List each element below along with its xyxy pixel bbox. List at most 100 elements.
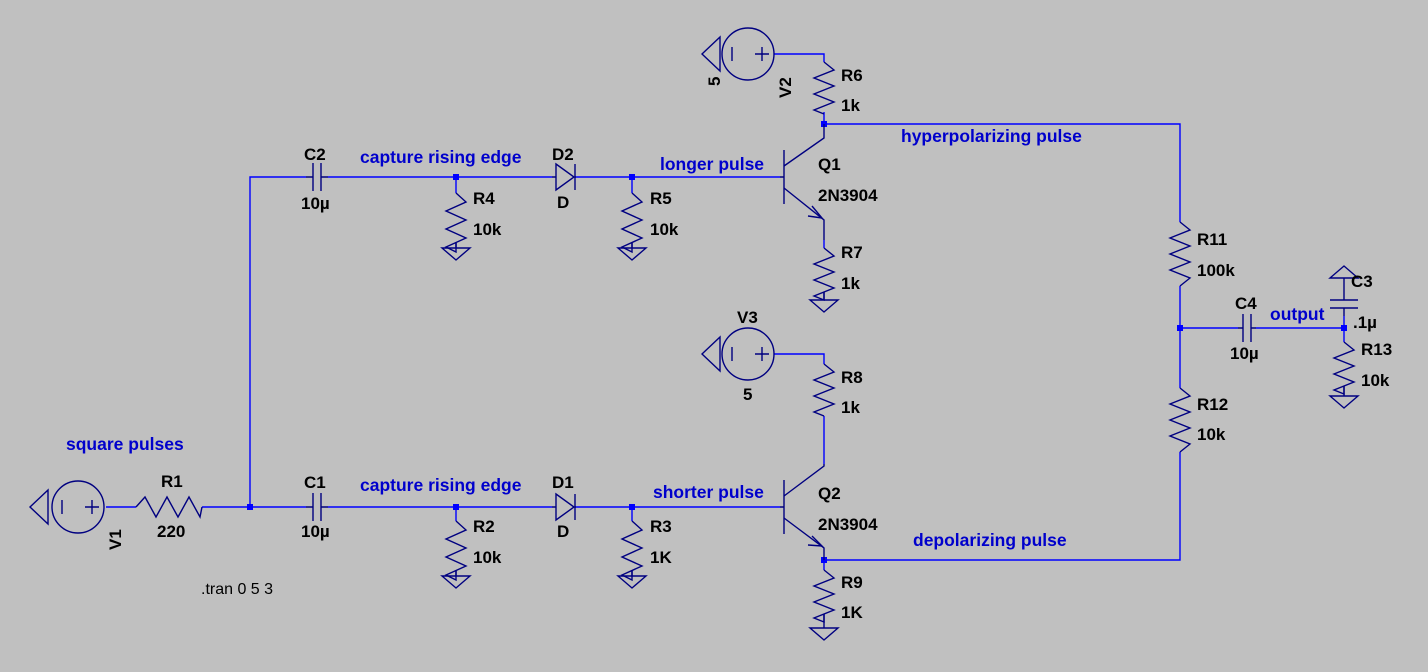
resistor-r1[interactable] xyxy=(135,495,203,520)
label-d1-value: D xyxy=(557,522,569,541)
label-c3: C3 xyxy=(1351,272,1373,291)
ground-symbol xyxy=(616,242,648,261)
wire[interactable] xyxy=(249,176,306,507)
resistor-r6[interactable] xyxy=(812,61,836,115)
resistor-r5[interactable] xyxy=(620,192,644,254)
label-r5-value: 10k xyxy=(650,220,679,239)
label-r8: R8 xyxy=(841,368,863,387)
resistor-r3[interactable] xyxy=(620,520,644,582)
diode-d1[interactable] xyxy=(552,492,576,522)
capacitor-c2[interactable] xyxy=(306,163,328,191)
resistor-r11[interactable] xyxy=(1168,221,1192,287)
resistor-r9[interactable] xyxy=(812,569,836,624)
net-label-capture-top: capture rising edge xyxy=(360,147,522,167)
transistor-q2[interactable] xyxy=(780,464,825,560)
label-d2-value: D xyxy=(557,193,569,212)
label-v2-value: 5 xyxy=(705,77,724,86)
ground-symbol xyxy=(1328,386,1360,409)
ground-symbol xyxy=(808,614,840,641)
voltage-source-v1[interactable] xyxy=(28,480,105,534)
label-r11-value: 100k xyxy=(1197,261,1235,280)
capacitor-c3[interactable] xyxy=(1330,290,1358,316)
wire[interactable] xyxy=(824,123,1181,222)
net-label-shorter-pulse: shorter pulse xyxy=(653,482,764,502)
label-r3-value: 1K xyxy=(650,548,672,567)
label-r7-value: 1k xyxy=(841,274,860,293)
net-label-capture-bottom: capture rising edge xyxy=(360,475,522,495)
label-v3: V3 xyxy=(737,308,758,327)
component-labels: V1 V2 5 V3 5 R1 220 C2 10µ C1 10µ R4 10k… xyxy=(106,66,1392,622)
label-c2-value: 10µ xyxy=(301,194,330,213)
label-r1: R1 xyxy=(161,472,183,491)
label-q1-value: 2N3904 xyxy=(818,186,878,205)
label-c3-value: .1µ xyxy=(1353,313,1377,332)
transistor-q1[interactable] xyxy=(780,124,825,240)
label-c4: C4 xyxy=(1235,294,1257,313)
label-v2: V2 xyxy=(776,77,795,98)
ground-symbol xyxy=(440,570,472,589)
ground-symbol xyxy=(440,242,472,261)
label-c1-value: 10µ xyxy=(301,522,330,541)
voltage-source-v3[interactable] xyxy=(700,327,775,381)
label-r11: R11 xyxy=(1197,230,1227,249)
label-r3: R3 xyxy=(650,517,672,536)
label-v1: V1 xyxy=(106,529,125,550)
label-r9-value: 1K xyxy=(841,603,863,622)
label-r1-value: 220 xyxy=(157,522,185,541)
net-label-square-pulses: square pulses xyxy=(66,434,184,454)
label-r6: R6 xyxy=(841,66,863,85)
junction-dot xyxy=(453,504,459,510)
voltage-source-v2[interactable] xyxy=(700,27,775,81)
label-q2-value: 2N3904 xyxy=(818,515,878,534)
diode-d2[interactable] xyxy=(552,162,576,192)
label-r2: R2 xyxy=(473,517,495,536)
label-r4-value: 10k xyxy=(473,220,502,239)
label-r5: R5 xyxy=(650,189,672,208)
label-c2: C2 xyxy=(304,145,326,164)
label-r13: R13 xyxy=(1361,340,1392,359)
label-r12: R12 xyxy=(1197,395,1228,414)
junction-dot xyxy=(629,174,635,180)
capacitor-c4[interactable] xyxy=(1238,314,1256,342)
ground-symbol xyxy=(808,292,840,313)
resistor-r12[interactable] xyxy=(1168,387,1192,453)
label-r8-value: 1k xyxy=(841,398,860,417)
label-r6-value: 1k xyxy=(841,96,860,115)
label-r9: R9 xyxy=(841,573,863,592)
label-v3-value: 5 xyxy=(743,385,752,404)
junction-dot xyxy=(453,174,459,180)
label-q2: Q2 xyxy=(818,484,841,503)
junction-dot xyxy=(629,504,635,510)
capacitor-c1[interactable] xyxy=(306,493,328,521)
label-c1: C1 xyxy=(304,473,326,492)
net-label-hyperpolarizing: hyperpolarizing pulse xyxy=(901,126,1082,146)
label-c4-value: 10µ xyxy=(1230,344,1259,363)
ground-symbol xyxy=(1328,265,1360,290)
label-r13-value: 10k xyxy=(1361,371,1390,390)
spice-directive[interactable]: .tran 0 5 3 xyxy=(201,581,273,598)
junction-dot xyxy=(1341,325,1347,331)
label-r7: R7 xyxy=(841,243,863,262)
junctions xyxy=(247,121,1347,563)
resistor-r4[interactable] xyxy=(444,192,468,254)
resistor-r8[interactable] xyxy=(812,363,836,417)
label-d1: D1 xyxy=(552,473,574,492)
wire[interactable] xyxy=(774,53,825,62)
resistor-r7[interactable] xyxy=(812,247,836,302)
label-r2-value: 10k xyxy=(473,548,502,567)
net-label-longer-pulse: longer pulse xyxy=(660,154,764,174)
net-label-depolarizing: depolarizing pulse xyxy=(913,530,1067,550)
ground-symbol xyxy=(616,570,648,589)
net-labels: square pulses capture rising edge captur… xyxy=(66,126,1325,550)
label-d2: D2 xyxy=(552,145,574,164)
label-r12-value: 10k xyxy=(1197,425,1226,444)
label-q1: Q1 xyxy=(818,155,841,174)
wire[interactable] xyxy=(824,452,1181,561)
junction-dot xyxy=(1177,325,1183,331)
label-r4: R4 xyxy=(473,189,495,208)
resistor-r13[interactable] xyxy=(1332,341,1356,396)
wire[interactable] xyxy=(774,353,825,364)
resistor-r2[interactable] xyxy=(444,520,468,582)
